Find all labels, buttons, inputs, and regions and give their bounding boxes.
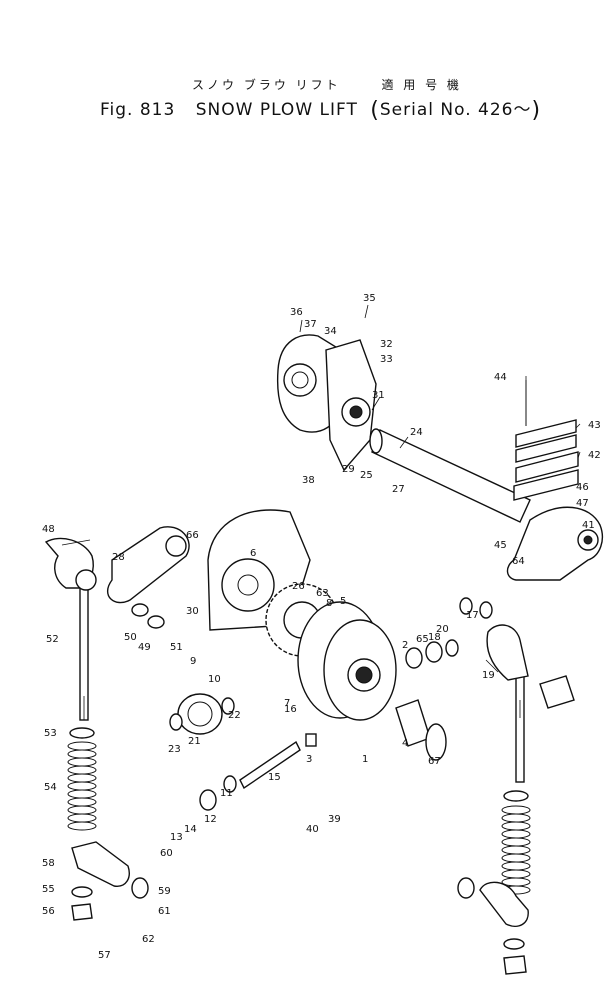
callout-28: 28 (112, 552, 125, 563)
callout-54: 54 (44, 782, 57, 793)
callout-57: 57 (98, 950, 111, 961)
callout-23: 23 (168, 744, 181, 755)
callout-7: 7 (284, 698, 290, 709)
callout-42: 42 (588, 450, 601, 461)
callout-44: 44 (494, 372, 507, 383)
title-jp-text: スノウ ブラウ リフト (192, 78, 341, 92)
callout-65: 65 (416, 634, 429, 645)
figure-number: Fig. 813 (100, 100, 176, 120)
callout-34: 34 (324, 326, 337, 337)
callout-55: 55 (42, 884, 55, 895)
callout-11: 11 (220, 788, 233, 799)
callout-14: 14 (184, 824, 197, 835)
callout-12: 12 (204, 814, 217, 825)
callout-62: 62 (142, 934, 155, 945)
callout-22: 22 (228, 710, 241, 721)
paren-right: ) (531, 98, 542, 123)
callout-60: 60 (160, 848, 173, 859)
figure-name: SNOW PLOW LIFT (195, 100, 358, 120)
callout-58: 58 (42, 858, 55, 869)
callout-35: 35 (363, 293, 376, 304)
callout-45: 45 (494, 540, 507, 551)
callout-4: 4 (402, 738, 408, 749)
callout-47: 47 (576, 498, 589, 509)
callout-67: 67 (428, 756, 441, 767)
callout-63: 63 (316, 588, 329, 599)
parts-artwork (44, 304, 604, 975)
callout-31: 31 (372, 390, 385, 401)
callout-19: 19 (482, 670, 495, 681)
callout-25: 25 (360, 470, 373, 481)
callout-49: 49 (138, 642, 151, 653)
callout-13: 13 (170, 832, 183, 843)
callout-27: 27 (392, 484, 405, 495)
callout-6: 6 (250, 548, 256, 559)
callout-10: 10 (208, 674, 221, 685)
callout-9: 9 (190, 656, 196, 667)
callout-50: 50 (124, 632, 137, 643)
callout-46: 46 (576, 482, 589, 493)
callout-40: 40 (306, 824, 319, 835)
callout-53: 53 (44, 728, 57, 739)
paren-left: ( (370, 98, 380, 123)
callout-64: 64 (512, 556, 525, 567)
callout-20: 20 (436, 624, 449, 635)
callout-29: 29 (342, 464, 355, 475)
callout-3: 3 (306, 754, 312, 765)
callout-numbers: 1 2 3 4 5 6 7 8 9 10 11 12 13 14 15 16 1… (42, 293, 601, 961)
callout-59: 59 (158, 886, 171, 897)
callout-26: 26 (292, 581, 305, 592)
callout-18: 18 (428, 632, 441, 643)
callout-38: 38 (302, 475, 315, 486)
right-spring (501, 805, 531, 895)
figure-title: Fig. 813 SNOW PLOW LIFT (Serial No. 426～… (100, 95, 541, 123)
callout-43: 43 (588, 420, 601, 431)
serial-range: Serial No. 426～ (379, 100, 532, 120)
callout-17: 17 (466, 610, 479, 621)
callout-33: 33 (380, 354, 393, 365)
callout-15: 15 (268, 772, 281, 783)
callout-48: 48 (42, 524, 55, 535)
callout-39: 39 (328, 814, 341, 825)
title-japanese: スノウ ブラウ リフト 適 用 号 機 (192, 76, 462, 93)
callout-5: 5 (340, 596, 346, 607)
callout-1: 1 (362, 754, 368, 765)
callout-32: 32 (380, 339, 393, 350)
left-spring (67, 741, 97, 831)
callout-66: 66 (186, 530, 199, 541)
serial-jp-text: 適 用 号 機 (381, 78, 462, 92)
callout-56: 56 (42, 906, 55, 917)
callout-2: 2 (402, 640, 408, 651)
callout-36: 36 (290, 307, 303, 318)
callout-37: 37 (304, 319, 317, 330)
callout-21: 21 (188, 736, 201, 747)
callout-16: 16 (284, 704, 297, 715)
callout-61: 61 (158, 906, 171, 917)
callout-41: 41 (582, 520, 595, 531)
callout-24: 24 (410, 427, 423, 438)
callout-51: 51 (170, 642, 183, 653)
callout-30: 30 (186, 606, 199, 617)
callout-52: 52 (46, 634, 59, 645)
callout-8: 8 (326, 598, 332, 609)
